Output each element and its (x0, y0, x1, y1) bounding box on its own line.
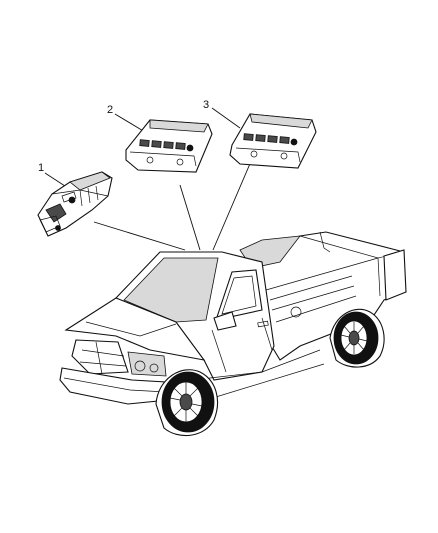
rear-wheel (329, 308, 385, 368)
leader-part1-to-truck (93, 221, 186, 251)
grille (71, 339, 129, 375)
leader-3 (211, 107, 241, 129)
leader-lines (44, 107, 256, 251)
pickup-truck (59, 231, 407, 437)
callout-1-label: 1 (38, 162, 44, 174)
front-bumper (59, 367, 169, 405)
part-3-overhead-console (229, 113, 317, 169)
leader-2 (114, 113, 146, 133)
leader-part3-to-truck (212, 151, 256, 251)
side-mirror (213, 311, 237, 331)
front-wheel (155, 369, 218, 437)
headlight (127, 351, 167, 377)
truck-bed (261, 231, 405, 361)
part-2-overhead-console (125, 119, 213, 173)
part-1-module (37, 171, 113, 237)
leader-part2-to-truck (179, 184, 201, 251)
hood (64, 297, 206, 361)
callout-3-label: 3 (203, 99, 209, 111)
callout-2-label: 2 (107, 104, 113, 116)
